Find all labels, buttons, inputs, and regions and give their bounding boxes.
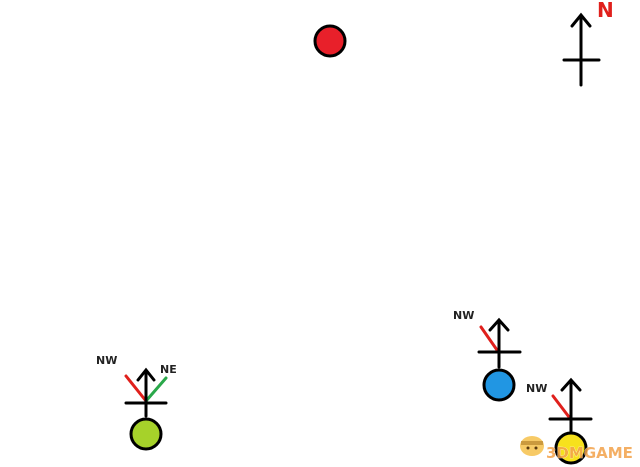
north-compass: N (562, 0, 614, 87)
lime-nw-line (124, 374, 148, 403)
watermark: 3DMGAME (520, 436, 633, 462)
marker-lime-circle (129, 417, 163, 451)
marker-lime: NW NE (96, 354, 177, 451)
lime-ne-line (144, 376, 168, 403)
marker-yellow-circle (554, 431, 588, 465)
lime-arrowhead (136, 367, 156, 382)
marker-red-circle (313, 24, 347, 58)
lime-ne-label: NE (160, 363, 177, 376)
lime-nw-label: NW (96, 354, 117, 367)
blue-nw-label: NW (453, 309, 474, 322)
marker-blue: NW (453, 309, 522, 402)
yellow-arrowhead (560, 377, 582, 392)
compass-arrowhead (570, 12, 592, 28)
watermark-text: 3DMGAME (546, 444, 633, 462)
watermark-mascot-icon (520, 436, 544, 456)
blue-nw-line (479, 325, 499, 352)
compass-north-label: N (597, 0, 614, 22)
marker-red (313, 24, 347, 58)
blue-arrowhead (488, 317, 510, 332)
yellow-nw-line (551, 394, 571, 419)
yellow-nw-label: NW (526, 382, 547, 395)
marker-yellow: NW (526, 377, 593, 465)
marker-blue-circle (482, 368, 516, 402)
